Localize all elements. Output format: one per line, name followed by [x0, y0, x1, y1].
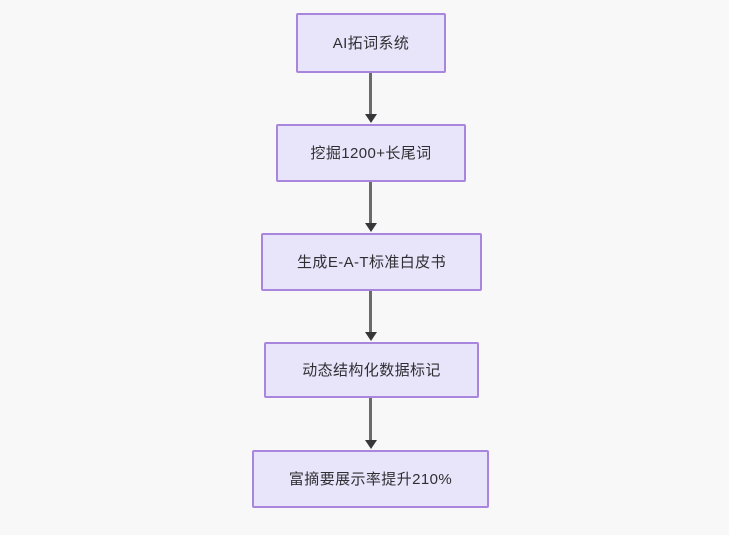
flow-node-dynamic-structured-data-markup[interactable]: 动态结构化数据标记 [264, 342, 479, 398]
flow-arrowhead-icon-2 [365, 223, 377, 232]
flow-node-mine-longtail-keywords[interactable]: 挖掘1200+长尾词 [276, 124, 466, 182]
flow-connector-line-1 [369, 73, 372, 116]
flow-node-generate-eat-whitepaper[interactable]: 生成E-A-T标准白皮书 [261, 233, 482, 291]
flow-node-rich-snippet-impression-lift[interactable]: 富摘要展示率提升210% [252, 450, 489, 508]
flow-connector-line-4 [369, 398, 372, 440]
flow-node-label: 富摘要展示率提升210% [288, 470, 453, 488]
flow-node-label: 挖掘1200+长尾词 [310, 144, 432, 162]
flow-node-ai-keyword-system[interactable]: AI拓词系统 [296, 13, 446, 73]
flow-node-label: 生成E-A-T标准白皮书 [297, 253, 446, 271]
flow-arrowhead-icon-3 [365, 332, 377, 341]
flow-node-label: AI拓词系统 [332, 34, 410, 52]
flow-arrowhead-icon-4 [365, 440, 377, 449]
flow-connector-line-3 [369, 291, 372, 333]
flow-arrowhead-icon-1 [365, 114, 377, 123]
flow-node-label: 动态结构化数据标记 [302, 361, 441, 379]
flow-connector-line-2 [369, 182, 372, 224]
